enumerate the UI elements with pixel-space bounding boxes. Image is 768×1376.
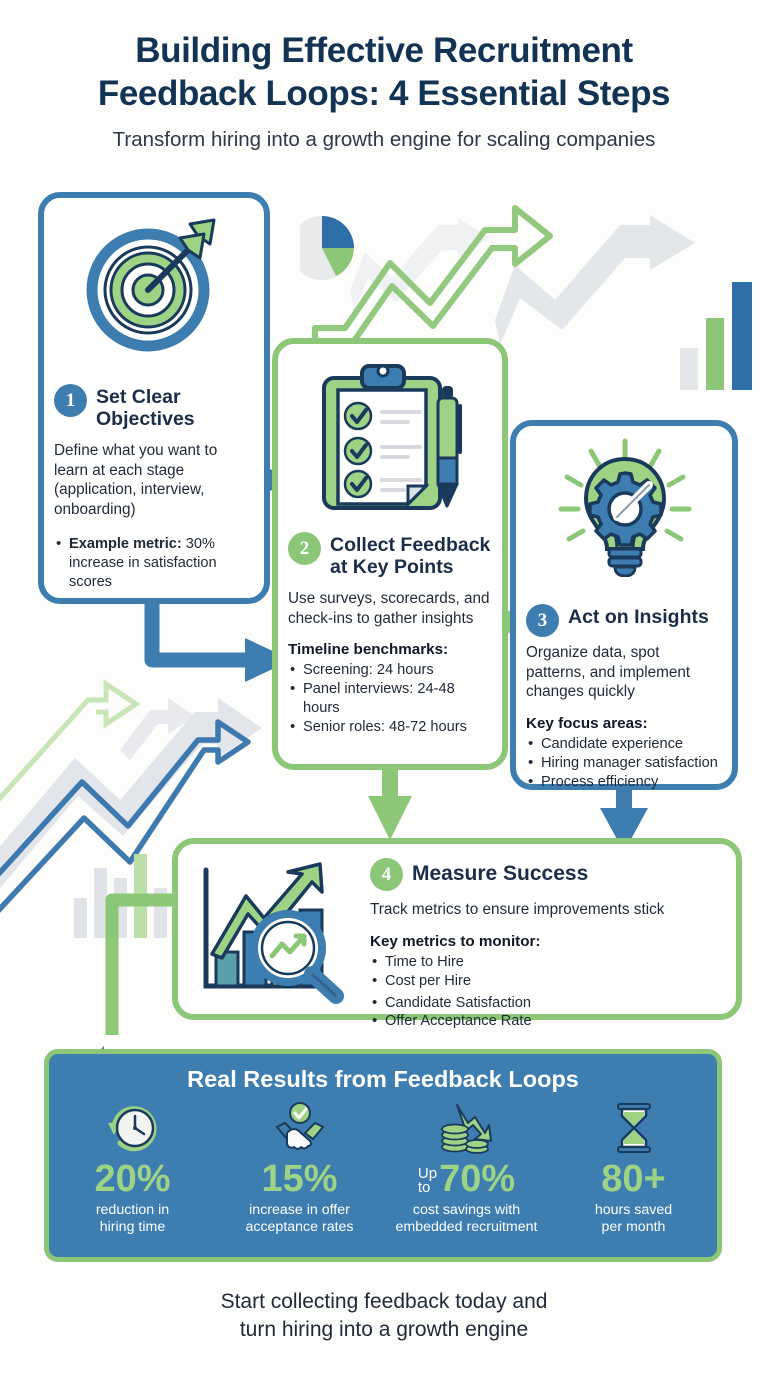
step-1-bullet-0: Example metric: 30% increase in satisfac… <box>54 534 254 592</box>
step-4-bullet-left-0: Time to Hire <box>370 952 726 972</box>
clock-arrow-icon <box>49 1101 216 1155</box>
title-line-1: Building Effective Recruitment <box>135 31 633 70</box>
step-2-bullets: Screening: 24 hours Panel interviews: 24… <box>288 660 492 737</box>
connector-step4-to-banner <box>105 893 172 1035</box>
step-3-bullets: Candidate experience Hiring manager sati… <box>526 734 722 792</box>
stat-label-3: hours saved per month <box>550 1202 717 1237</box>
step-4-body: 4 Measure Success Track metrics to ensur… <box>354 858 742 1031</box>
step-4-bullets-right: Candidate Satisfaction Offer Acceptance … <box>370 993 726 1032</box>
stat-label-0-line2: hiring time <box>99 1219 166 1236</box>
gear-shape <box>588 471 663 547</box>
connector-step2-to-step4 <box>368 770 412 840</box>
step-1-badge: 1 <box>54 384 87 417</box>
clipboard-checklist-icon <box>322 364 462 510</box>
stat-label-1-line2: acceptance rates <box>245 1219 354 1236</box>
step-1-body: 1 Set Clear Objectives Define what you w… <box>38 384 270 592</box>
stat-value-1: 15% <box>261 1158 338 1200</box>
step-4-bullet-right-1: Offer Acceptance Rate <box>370 1011 726 1031</box>
step-1-header: 1 Set Clear Objectives <box>54 384 254 430</box>
step-1-bullets: Example metric: 30% increase in satisfac… <box>54 534 254 592</box>
page-subtitle: Transform hiring into a growth engine fo… <box>112 128 656 152</box>
step-3-header: 3 Act on Insights <box>526 604 722 637</box>
step-1-bullet-0-rest: 30% increase in satisfaction scores <box>69 536 217 591</box>
banner-title: Real Results from Feedback Loops <box>187 1066 579 1092</box>
step-2-badge: 2 <box>288 532 321 565</box>
page-title: Building Effective Recruitment Feedback … <box>0 30 768 115</box>
step-1-description: Define what you want to learn at each st… <box>54 442 218 518</box>
title-line-2: Feedback Loops: 4 Essential Steps <box>97 73 671 113</box>
step-4-subhead: Key metrics to monitor: <box>370 932 541 950</box>
stats-row: 20% reduction in hiring time 15% <box>49 1101 717 1237</box>
stat-number-2: 70% <box>439 1158 516 1200</box>
step-3-subhead: Key focus areas: <box>526 714 648 732</box>
connector-step1-to-step2 <box>144 604 292 682</box>
stat-label-2-line2: embedded recruitment <box>395 1219 538 1236</box>
stat-label-0-line1: reduction in <box>95 1202 170 1218</box>
stat-label-0: reduction in hiring time <box>49 1202 216 1237</box>
step-3-bullet-0: Candidate experience <box>526 734 722 754</box>
step-3-title: Act on Insights <box>568 606 709 628</box>
step-2-title: Collect Feedback at Key Points <box>330 534 491 579</box>
step-4-header: 4 Measure Success <box>370 858 726 891</box>
hourglass-icon <box>550 1101 717 1155</box>
footer-line-2: turn hiring into a growth engine <box>239 1317 529 1341</box>
stat-label-3-line2: per month <box>601 1219 666 1236</box>
step-2-body: 2 Collect Feedback at Key Points Use sur… <box>272 532 508 737</box>
stat-label-3-line1: hours saved <box>594 1202 673 1218</box>
header: Building Effective Recruitment Feedback … <box>0 30 768 152</box>
step-4-bullet-left-1: Cost per Hire <box>370 971 726 991</box>
step-4-title: Measure Success <box>412 862 589 885</box>
step-4-badge: 4 <box>370 858 403 891</box>
step-2-header: 2 Collect Feedback at Key Points <box>288 532 492 578</box>
step-3-body: 3 Act on Insights Organize data, spot pa… <box>510 604 738 792</box>
step-2-bullet-0: Screening: 24 hours <box>288 660 492 680</box>
step-4-description: Track metrics to ensure improvements sti… <box>370 901 665 918</box>
stat-item-1: 15% increase in offer acceptance rates <box>216 1101 383 1237</box>
step-4-bullet-right-0: Candidate Satisfaction <box>370 993 726 1013</box>
step-2-bullet-1: Panel interviews: 24-48 hours <box>288 679 492 718</box>
footer-cta: Start collecting feedback today and turn… <box>0 1288 768 1344</box>
step-3-badge: 3 <box>526 604 559 637</box>
lightbulb-gear-icon <box>558 438 692 577</box>
stat-item-0: 20% reduction in hiring time <box>49 1101 216 1237</box>
step-3-bullet-1: Hiring manager satisfaction <box>526 753 722 773</box>
pen-shape <box>436 386 462 508</box>
coins-down-arrow-icon <box>383 1101 550 1155</box>
stat-label-2-line1: cost savings with <box>412 1202 521 1218</box>
step-1-bullet-0-bold: Example metric: <box>69 536 182 553</box>
stat-label-2: cost savings with embedded recruitment <box>383 1202 550 1237</box>
stat-value-3: 80+ <box>601 1158 666 1200</box>
results-banner: Real Results from Feedback Loops 20% red… <box>44 1049 722 1262</box>
step-2-subhead: Timeline benchmarks: <box>288 641 449 659</box>
stat-value-0: 20% <box>94 1158 171 1200</box>
step-2-bullet-2: Senior roles: 48-72 hours <box>288 717 492 737</box>
step-2-description: Use surveys, scorecards, and check-ins t… <box>288 590 490 627</box>
step-4-bullet-columns: Time to Hire Cost per Hire Candidate Sat… <box>370 952 726 1032</box>
target-arrow-icon <box>86 218 216 352</box>
step-1-title: Set Clear Objectives <box>96 386 195 431</box>
stat-label-1-line1: increase in offer <box>249 1202 350 1218</box>
light-rays <box>558 438 692 542</box>
stat-label-1: increase in offer acceptance rates <box>216 1202 383 1237</box>
stat-item-3: 80+ hours saved per month <box>550 1101 717 1237</box>
handshake-check-icon <box>216 1101 383 1155</box>
connector-step3-to-step4 <box>600 790 648 852</box>
step-4-bullets-left: Time to Hire Cost per Hire <box>370 952 726 991</box>
growth-chart-magnifier-icon <box>203 862 344 1004</box>
footer-line-1: Start collecting feedback today and <box>220 1290 548 1313</box>
step-3-description: Organize data, spot patterns, and implem… <box>526 644 691 701</box>
step-3-bullet-2: Process efficiency <box>526 772 722 792</box>
